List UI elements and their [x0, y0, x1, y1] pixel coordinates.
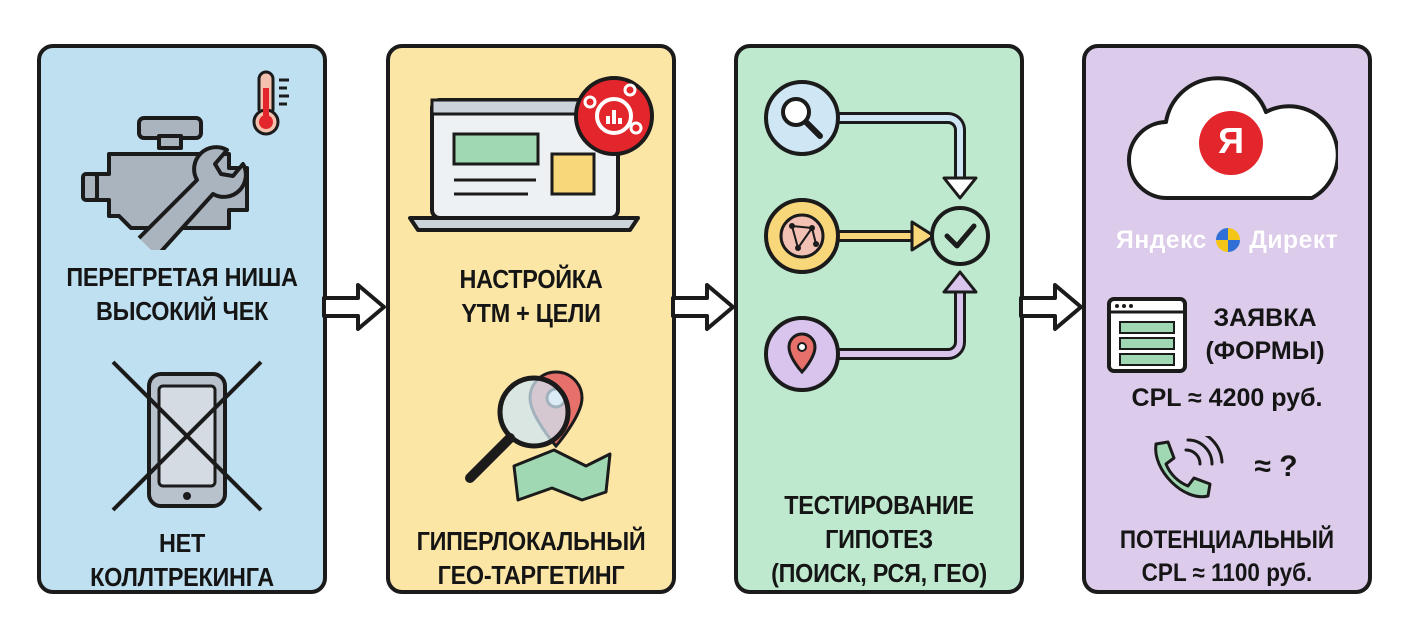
panel-setup: НАСТРОЙКА YTM + ЦЕЛИ ГИПЕРЛОКАЛЬНЫЙ ГЕО-…: [386, 44, 676, 594]
yandex-logo-icon: [1199, 111, 1263, 175]
flow-arrow-2: [671, 283, 735, 331]
checkmark-icon: [930, 206, 990, 266]
panel-results: Я Яндекс Директ ЗАЯВКА (ФОРМЫ) CPL ≈ 420…: [1082, 44, 1372, 594]
problems-bottom-label: НЕТ КОЛЛТРЕКИНГА: [90, 528, 274, 592]
network-circle-icon: [764, 198, 840, 274]
arrowhead-right: [910, 220, 936, 252]
engine-wrench-icon: [81, 116, 249, 250]
testing-label: ТЕСТИРОВАНИЕ ГИПОТЕЗ (ПОИСК, РСЯ, ГЕО): [771, 490, 987, 588]
flow-arrow-3: [1019, 283, 1083, 331]
phone-call-icon: [1154, 436, 1224, 499]
thermometer-icon: [252, 70, 289, 136]
lead-forms-label: ЗАЯВКА (ФОРМЫ): [1205, 304, 1325, 365]
search-circle-icon: [764, 80, 840, 156]
arrowhead-down: [942, 176, 978, 200]
location-circle-icon: [764, 316, 840, 392]
cpl-forms-value: CPL ≈ 4200 руб.: [1131, 384, 1323, 412]
problems-top-label: ПЕРЕГРЕТАЯ НИША ВЫСОКИЙ ЧЕК: [66, 262, 298, 326]
potential-cpl-label: ПОТЕНЦИАЛЬНЫЙ CPL ≈ 1100 руб.: [1119, 526, 1335, 587]
setup-top-label: НАСТРОЙКА YTM + ЦЕЛИ: [459, 264, 603, 328]
hypothesis-flow: [764, 80, 990, 392]
arrowhead-up: [942, 270, 978, 294]
yandex-direct-logo-icon: [1215, 228, 1240, 253]
call-cpl-unknown: ≈ ?: [1254, 450, 1298, 483]
yandex-direct-brand: Яндекс Директ: [1115, 225, 1339, 254]
magnifier-map-pin-icon: [465, 370, 612, 502]
analytics-badge-icon: [574, 76, 654, 156]
panel-problems: ПЕРЕГРЕТАЯ НИША ВЫСОКИЙ ЧЕК НЕТ КОЛЛТРЕК…: [37, 44, 327, 594]
panel-testing: ТЕСТИРОВАНИЕ ГИПОТЕЗ (ПОИСК, РСЯ, ГЕО): [734, 44, 1024, 594]
flow-arrow-1: [322, 283, 386, 331]
laptop-icon: [408, 98, 640, 232]
setup-bottom-label: ГИПЕРЛОКАЛЬНЫЙ ГЕО-ТАРГЕТИНГ: [416, 526, 646, 590]
yandex-logo-letter: Я: [1218, 120, 1244, 161]
crossed-phone-icon: [111, 360, 263, 512]
form-window-icon: [1107, 297, 1187, 373]
